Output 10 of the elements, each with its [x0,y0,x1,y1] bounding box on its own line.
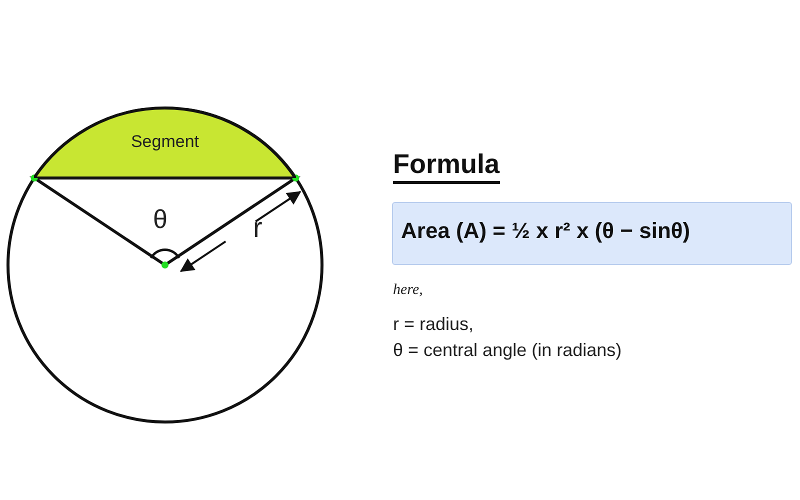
note-text: here, [393,282,423,299]
segment-label: Segment [130,132,200,152]
formula-heading: Formula [393,147,500,184]
definition-text: θ = central angle (in radians) [393,340,622,361]
definition-text: r = radius, [393,314,474,335]
segment-region [34,108,296,178]
angle-symbol: θ [153,204,168,235]
formula-box [392,202,792,265]
radius-label: r [253,212,262,244]
formula-text: Area (A) = ½ x r² x (θ − sinθ) [401,218,690,244]
